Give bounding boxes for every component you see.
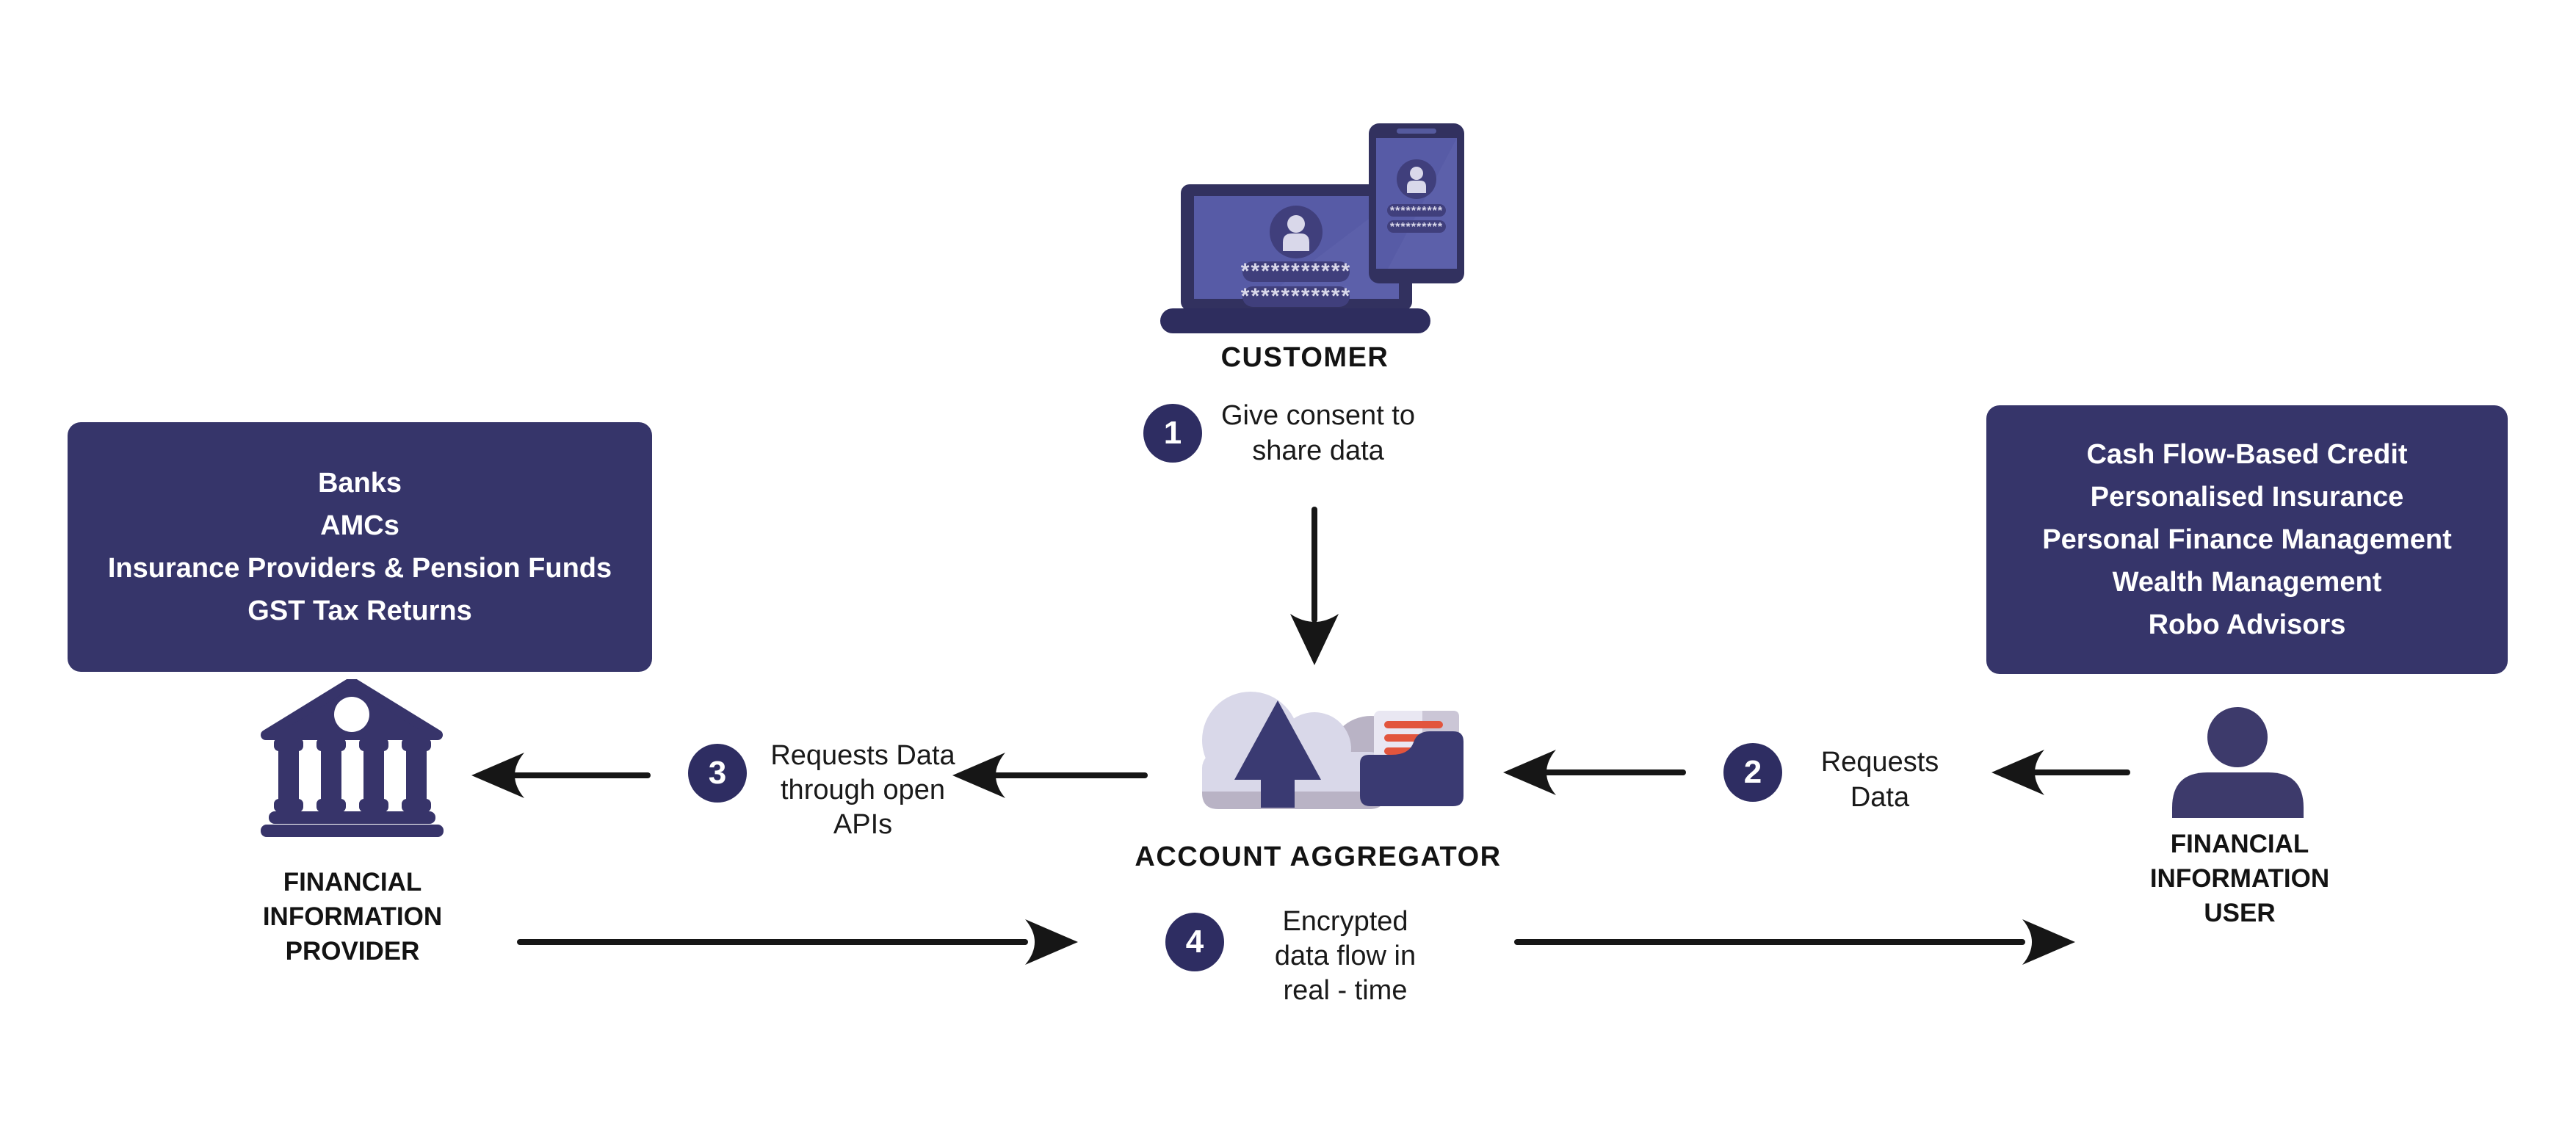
step-4-text: Encrypted data flow in real - time [1274, 906, 1417, 1006]
step-2-text: Requests Data [1820, 747, 1939, 813]
step-4-number: 4 [1185, 924, 1204, 960]
phone-password-mask-2: ********** [1390, 221, 1443, 233]
customer-label: CUSTOMER [1220, 342, 1389, 373]
step-3-number: 3 [708, 755, 727, 791]
step-2-badge: 2 [1723, 743, 1782, 802]
upload-arrow-icon [1234, 700, 1321, 808]
step-1-badge: 1 [1143, 404, 1202, 463]
step-2-number: 2 [1743, 754, 1762, 790]
laptop-icon: *********** *********** [1160, 184, 1430, 333]
step-3-badge: 3 [688, 744, 747, 803]
phone-password-mask: ********** [1390, 205, 1443, 217]
fip-examples-box: Banks AMCs Insurance Providers & Pension… [68, 422, 652, 672]
arrow-step4-to-fiu [1514, 919, 2075, 965]
arrow-step2-to-aa [1503, 750, 1686, 795]
fiu-label: FINANCIAL INFORMATION USER [2149, 830, 2330, 927]
customer-devices-icon: *********** *********** ********** *****… [1160, 123, 1464, 333]
laptop-password-mask: *********** [1241, 259, 1351, 283]
account-aggregator-label: ACCOUNT AGGREGATOR [1135, 841, 1502, 872]
folder-icon [1360, 731, 1464, 806]
step-3-text: Requests Data through open APIs [770, 740, 955, 840]
arrow-fiu-to-step2 [1991, 750, 2130, 795]
arrow-step3-to-fip [471, 753, 651, 798]
step-1-text: Give consent to share data [1220, 400, 1416, 466]
fip-label: FINANCIAL INFORMATION PROVIDER [262, 868, 443, 966]
cloud-upload-folder-icon [1202, 692, 1464, 809]
laptop-password-mask-2: *********** [1241, 284, 1351, 308]
arrow-fip-to-step4 [517, 919, 1078, 965]
fiu-examples-box: Cash Flow-Based Credit Personalised Insu… [1986, 405, 2508, 674]
bank-icon [261, 679, 444, 837]
step-4-badge: 4 [1165, 913, 1224, 971]
person-icon [2172, 707, 2304, 818]
phone-icon: ********** ********** [1369, 123, 1464, 283]
arrow-aa-to-step3 [952, 753, 1148, 798]
step-1-number: 1 [1163, 415, 1182, 451]
arrow-customer-to-aa [1290, 507, 1339, 665]
